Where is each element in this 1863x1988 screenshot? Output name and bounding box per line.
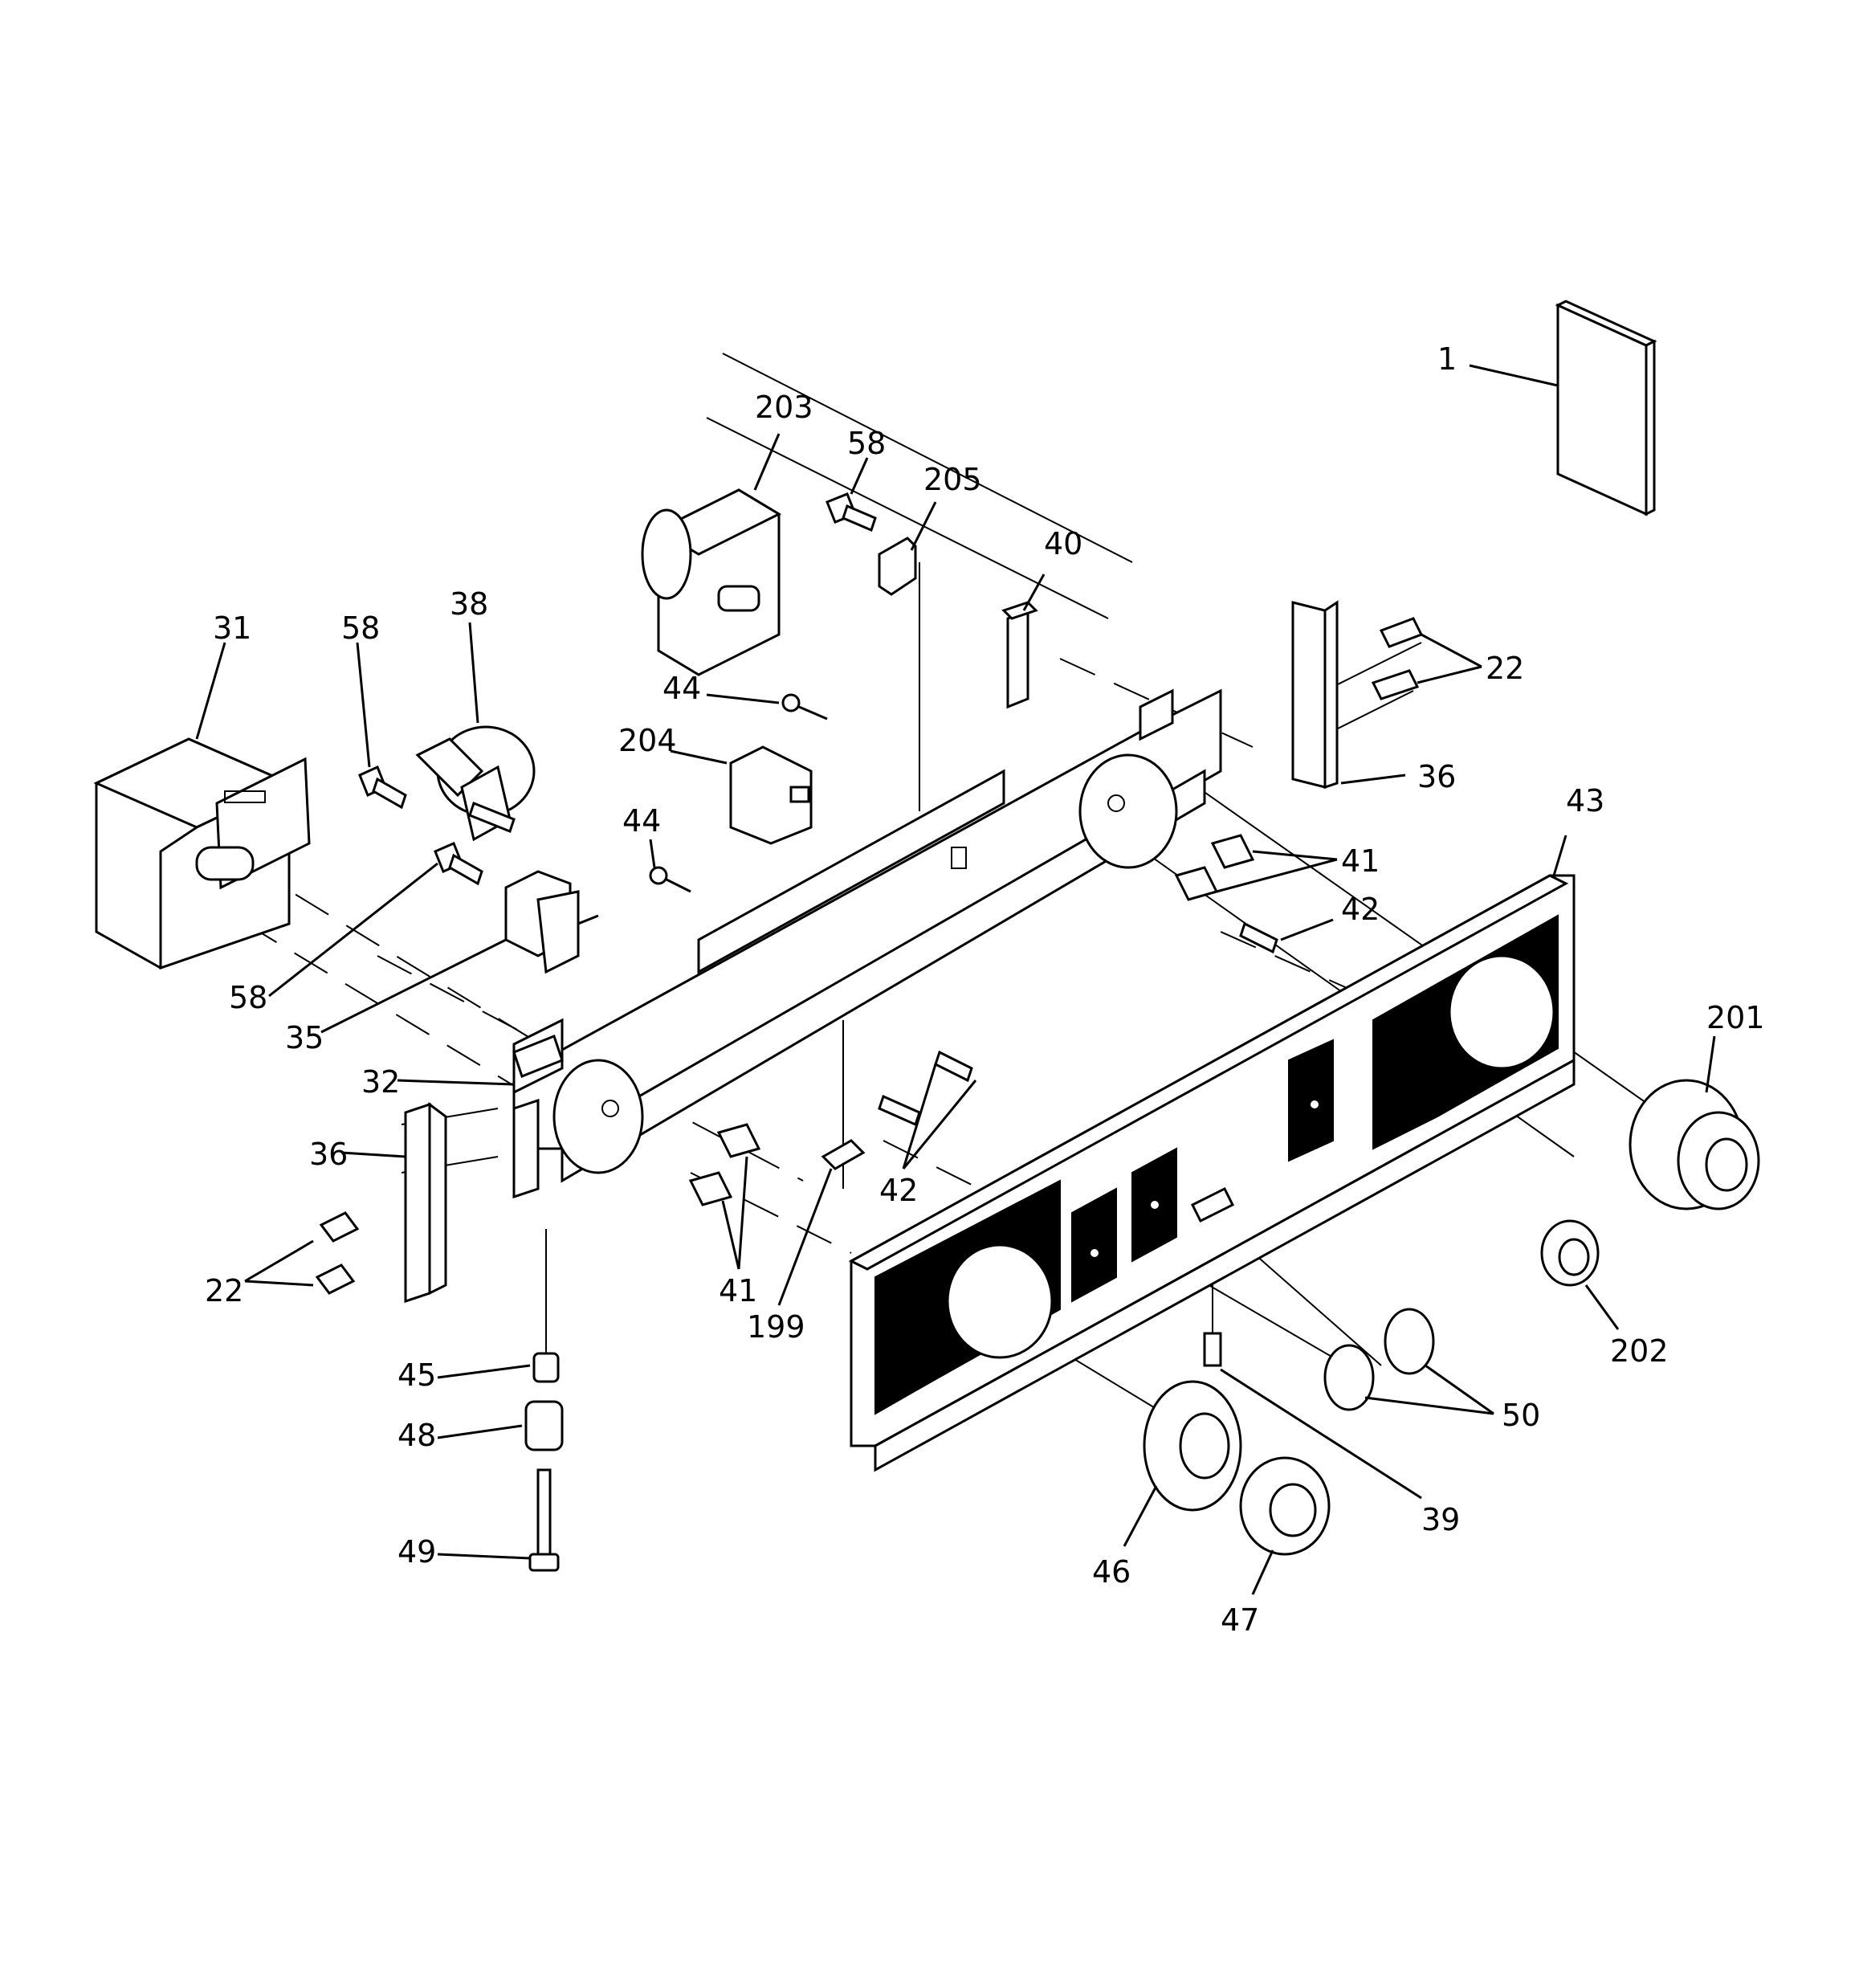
part-1-card: [1555, 300, 1657, 516]
part-205-clip: [878, 537, 917, 596]
part-46-bezel: [1143, 1380, 1242, 1512]
part-203-timer: [641, 488, 782, 676]
callout-58: 58: [229, 980, 267, 1015]
callout-35: 35: [285, 1020, 324, 1055]
part-58-screws: [358, 492, 877, 886]
part-43-front-panel: [848, 874, 1576, 1472]
callout-42: 42: [879, 1173, 918, 1208]
callout-201: 201: [1706, 1000, 1765, 1035]
callout-22: 22: [1486, 651, 1524, 686]
callout-49: 49: [397, 1534, 436, 1570]
part-49-bolt: [528, 1468, 560, 1572]
callout-38: 38: [450, 586, 488, 622]
part-44-pins: [649, 693, 828, 893]
part-48-spacer: [524, 1400, 564, 1451]
part-47-knob: [1239, 1456, 1331, 1556]
callout-41: 41: [1341, 843, 1380, 879]
callout-39: 39: [1421, 1502, 1460, 1537]
callout-45: 45: [397, 1357, 436, 1393]
part-40-bracket: [1001, 601, 1038, 709]
part-45-bushing: [532, 1352, 560, 1383]
part-31-switch-box: [93, 737, 311, 970]
part-36-brackets: [404, 600, 1339, 1304]
callout-205: 205: [923, 462, 982, 497]
callout-48: 48: [397, 1418, 436, 1453]
part-41-screws: [688, 834, 1255, 1206]
callout-1: 1: [1437, 341, 1457, 377]
callout-22: 22: [205, 1273, 243, 1308]
control-panel-frame: [512, 688, 1222, 1183]
callout-42: 42: [1341, 892, 1380, 927]
callout-58: 58: [341, 610, 380, 646]
callout-58: 58: [847, 426, 886, 461]
callout-40: 40: [1044, 526, 1082, 561]
callout-36: 36: [1417, 759, 1456, 794]
part-42-pins: [878, 921, 1278, 1127]
callout-50: 50: [1502, 1398, 1540, 1433]
callout-labels: 1 203 58 205 40 31 58 38 44 22 204 36 43…: [205, 341, 1765, 1638]
callout-46: 46: [1092, 1554, 1131, 1590]
callout-204: 204: [618, 723, 677, 758]
callout-36: 36: [309, 1137, 348, 1172]
leader-lines: [195, 364, 1716, 1595]
callout-203: 203: [755, 390, 813, 425]
callout-44: 44: [622, 803, 661, 839]
callout-199: 199: [747, 1309, 805, 1345]
part-204-switch: [729, 745, 813, 845]
part-38-dial: [415, 725, 536, 842]
part-201-knob: [1629, 1079, 1760, 1210]
callout-43: 43: [1566, 783, 1604, 818]
callout-41: 41: [719, 1273, 757, 1308]
callout-32: 32: [361, 1064, 400, 1100]
part-199-clip: [821, 1139, 866, 1170]
part-39-screw: [1203, 1332, 1222, 1367]
callout-44: 44: [662, 671, 701, 706]
callout-31: 31: [213, 610, 251, 646]
callout-47: 47: [1221, 1602, 1259, 1638]
part-32-bracket: [512, 1035, 564, 1199]
callout-202: 202: [1610, 1333, 1669, 1369]
part-202-knob: [1540, 1219, 1600, 1287]
part-35-switch: [504, 870, 599, 974]
part-50-clips: [1323, 1308, 1435, 1411]
